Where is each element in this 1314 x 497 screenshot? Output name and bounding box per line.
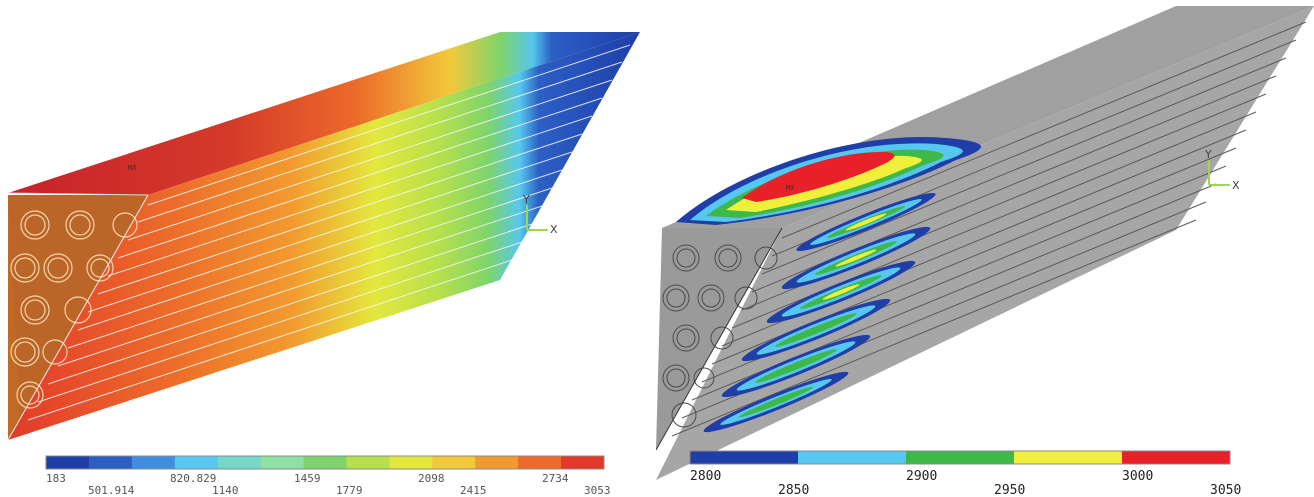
hotspot-streaks [703,192,936,433]
legend-top-label: 2900 [906,469,937,484]
legend-swatch [1122,451,1231,464]
legend-top-label: 3000 [1122,469,1153,484]
legend-top-label: 2098 [418,472,445,485]
legend-bottom-label: 501.914 [88,484,135,497]
legend-top-label: 2800 [690,469,721,484]
legend-swatch [1014,451,1123,464]
triad-x-label: X [550,223,558,236]
top-face [8,32,640,195]
legend-bottom-label: 3053 [584,484,611,497]
legend-bottom-labels: 501.914 1140 1779 2415 3053 [88,484,611,497]
legend-swatch [432,456,476,469]
triad-y-label: Y [1204,148,1212,161]
mx-marker: MX [128,164,137,172]
legend-bottom-label: 2950 [994,483,1025,497]
legend-swatch [798,451,907,464]
mx-marker: MX [786,184,795,192]
legend-swatch [389,456,433,469]
legend-bottom-label: 3050 [1210,483,1241,497]
legend-top-label: 1459 [294,472,321,485]
legend-swatch [475,456,519,469]
legend-bottom-labels: 2850 2950 3050 [778,483,1241,497]
legend-swatch [906,451,1015,464]
legend-top-label: 2734 [542,472,569,485]
legend-frame [689,450,1231,465]
right-contour-plot: MX X Y 2800 2900 3000 2850 2950 3050 [656,0,1314,497]
legend-bottom-label: 1140 [212,484,239,497]
legend-bar [689,450,1231,465]
legend-swatch [46,456,90,469]
legend-bottom-label: 1779 [336,484,363,497]
panel-divider [652,0,656,497]
legend-swatch [561,456,605,469]
legend-frame [45,455,605,470]
legend-swatch [303,456,347,469]
legend-top-labels: 183 820.829 1459 2098 2734 [46,472,569,485]
legend-swatch [518,456,562,469]
legend-swatch [174,456,219,469]
legend-swatch [217,456,262,469]
legend-top-label: 820.829 [170,472,216,485]
coordinate-triad: X Y [1204,148,1240,192]
coordinate-triad: X Y [522,193,558,236]
legend-top-labels: 2800 2900 3000 [690,469,1153,484]
left-contour-plot: MX X Y 183 820.829 1459 2098 2734 501.914 114… [0,0,652,497]
legend-bottom-label: 2850 [778,483,809,497]
tube-circles [662,244,778,428]
legend-bottom-label: 2415 [460,484,487,497]
legend-swatch [260,456,305,469]
legend-top-label: 183 [46,472,66,485]
side-face [8,32,640,440]
legend-swatch [131,456,176,469]
hotspot-top [676,136,981,225]
legend-swatch [88,456,133,469]
legend-swatch [690,451,799,464]
legend-bar [45,455,605,470]
right-plot-canvas: MX X Y 2800 2900 3000 2850 2950 3050 [656,6,1314,497]
legend-swatch [346,456,390,469]
triad-y-label: Y [522,193,530,206]
fin-lines [27,44,631,421]
triad-x-label: X [1232,179,1240,192]
tube-circles [10,210,138,409]
left-plot-canvas: MX X Y 183 820.829 1459 2098 2734 501.914 114… [7,32,640,497]
